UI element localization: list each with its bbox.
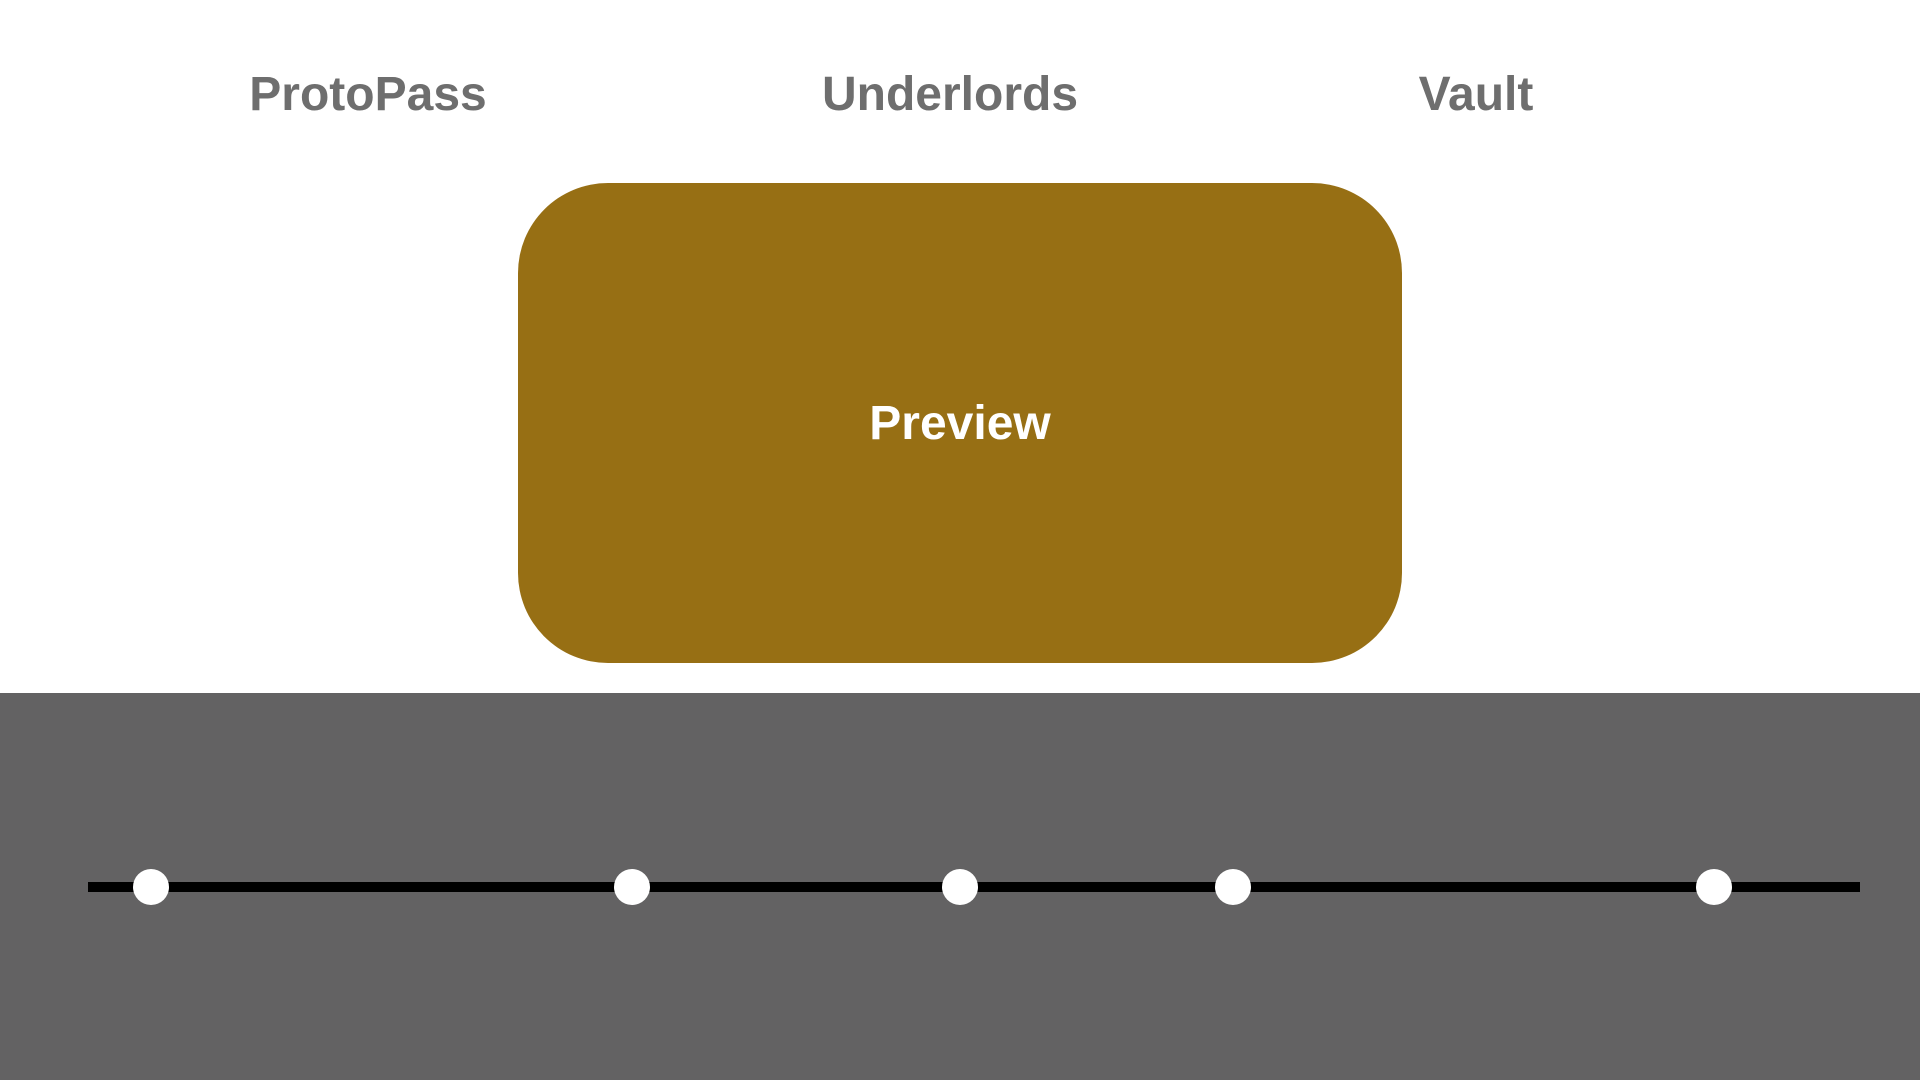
tab-underlords[interactable]: Underlords bbox=[821, 68, 1079, 121]
tab-protopass[interactable]: ProtoPass bbox=[249, 68, 487, 121]
preview-card[interactable]: Preview bbox=[518, 183, 1402, 663]
preview-label: Preview bbox=[869, 396, 1051, 450]
timeline-stop-3[interactable] bbox=[942, 869, 978, 905]
timeline-stop-1[interactable] bbox=[133, 869, 169, 905]
timeline-stop-2[interactable] bbox=[614, 869, 650, 905]
tab-vault[interactable]: Vault bbox=[1418, 68, 1534, 121]
timeline-stop-4[interactable] bbox=[1215, 869, 1251, 905]
timeline-stop-5[interactable] bbox=[1696, 869, 1732, 905]
